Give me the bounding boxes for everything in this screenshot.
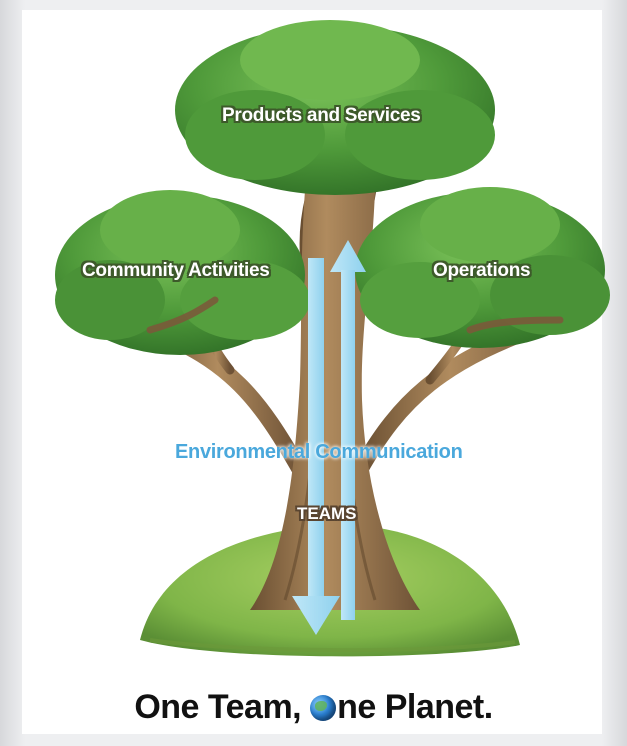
slogan: One Team, ne Planet. (0, 688, 627, 727)
canopy-left (55, 190, 310, 355)
label-community-activities: Community Activities (82, 260, 270, 281)
upward-arrow (330, 240, 366, 620)
label-operations: Operations (433, 260, 531, 281)
label-products-and-services: Products and Services (222, 105, 421, 126)
slogan-part1: One Team, (134, 688, 302, 726)
trunk (250, 190, 420, 610)
slogan-part2: ne Planet. (337, 688, 493, 726)
globe-icon (310, 695, 337, 721)
downward-arrow (292, 258, 340, 635)
label-environmental-communication: Environmental Communication (175, 441, 463, 463)
label-teams: TEAMS (297, 504, 357, 523)
canopy-top (175, 20, 495, 195)
canopy-right (355, 187, 610, 348)
